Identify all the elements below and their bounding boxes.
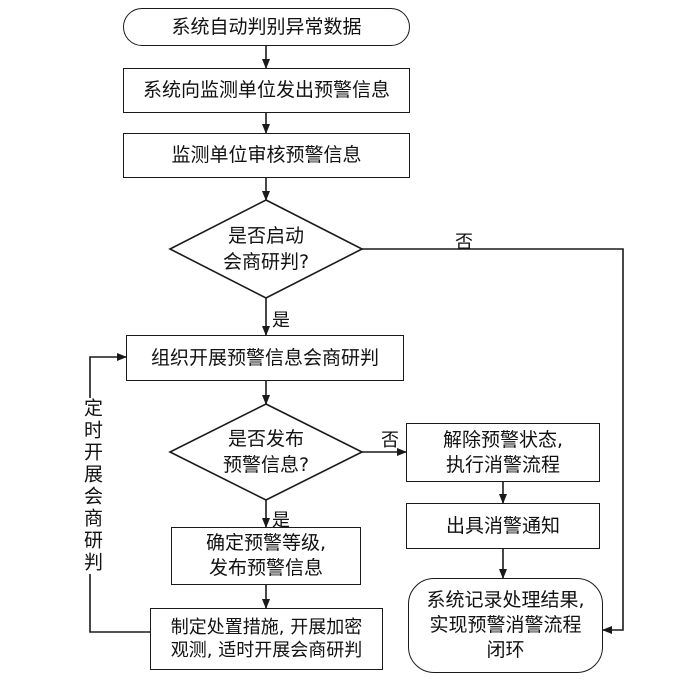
decision-publish-diamond [168, 403, 364, 501]
consult-no-label: 否 [455, 232, 473, 253]
release-warning-node: 解除预警状态, 执行消警流程 [406, 423, 600, 482]
record-result-node: 系统记录处理结果, 实现预警消警流程 闭环 [408, 578, 603, 673]
decision-publish-text: 是否发布 预警信息? [222, 428, 310, 476]
decision-consult-text: 是否启动 会商研判? [222, 225, 310, 273]
review-warning-node: 监测单位审核预警信息 [123, 133, 410, 178]
send-warning-node: 系统向监测单位发出预警信息 [123, 68, 410, 113]
confirm-level-node: 确定预警等级, 发布预警信息 [171, 527, 361, 585]
issue-notice-node: 出具消警通知 [406, 503, 600, 549]
loop-back-label: 定时开展会商研判 [79, 398, 106, 574]
decision-consult-diamond [168, 199, 364, 299]
publish-yes-label: 是 [272, 510, 290, 531]
organize-consult-node: 组织开展预警信息会商研判 [126, 335, 404, 381]
start-node: 系统自动判别异常数据 [123, 8, 410, 46]
edge-consult-no [362, 248, 624, 634]
publish-no-label: 否 [381, 430, 399, 451]
measures-node: 制定处置措施, 开展加密 观测, 适时开展会商研判 [150, 608, 383, 670]
consult-yes-label: 是 [272, 310, 290, 331]
